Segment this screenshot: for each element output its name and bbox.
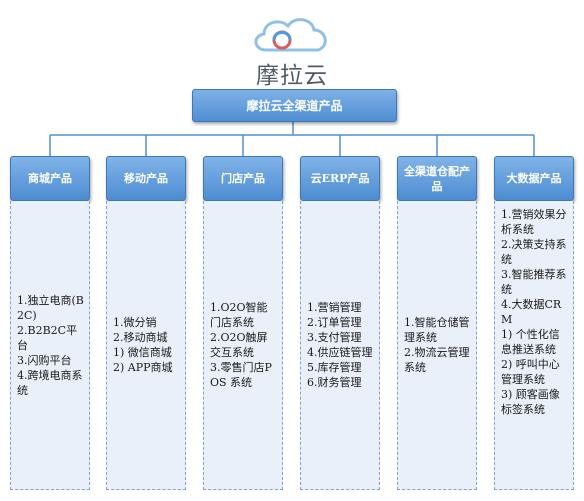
list-item: 4.大数据CRM [501,298,562,326]
list-item: 1.微分销 [113,316,157,329]
column-header-store: 门店产品 [203,156,283,201]
column-header-warehouse: 全渠道仓配产品 [397,156,477,201]
list-item: 1.O2O智能门店系统 [210,301,268,329]
column-body-erp: 1.营销管理 2.订单管理 3.支付管理 4.供应链管理 5.库存管理 6.财务… [300,201,380,490]
column-body-bigdata: 1.营销效果分析系统 2.决策支持系统 3.智能推荐系统 4.大数据CRM 1)… [494,201,574,490]
list-item: 2.移动商城 [113,331,168,344]
list-item: 1) 微信商城 [113,346,172,359]
column-body-store: 1.O2O智能门店系统 2.O2O触屏交互系统 3.零售门店POS 系统 [203,201,283,490]
list-item: 1.智能仓储管理系统 [404,316,470,344]
list-item: 2.O2O触屏交互系统 [210,331,268,359]
list-item: 1.独立电商(B2C) [17,293,84,322]
list-item: 4.跨境电商系统 [17,368,83,397]
list-item: 1) 个性化信息推送系统 [501,328,560,356]
list-item: 2.B2B2C平台 [17,323,78,352]
list-item: 4.供应链管理 [307,346,373,359]
list-item: 3) 顾客画像标签系统 [501,388,560,416]
list-item: 2) APP商城 [113,361,173,374]
logo: 摩拉云 [236,10,348,89]
list-item: 6.财务管理 [307,376,362,389]
list-item: 2.决策支持系统 [501,238,567,266]
column-body-warehouse: 1.智能仓储管理系统 2.物流云管理系统 [397,201,477,490]
logo-text: 摩拉云 [256,63,328,89]
list-item: 5.库存管理 [307,361,362,374]
cloud-swirl-icon [254,18,327,52]
list-item: 3.闪购平台 [17,353,72,367]
root-node: 摩拉云全渠道产品 [192,89,397,122]
column-header-mall: 商城产品 [10,156,90,201]
column-header-bigdata: 大数据产品 [494,156,574,201]
list-item: 3.支付管理 [307,331,362,344]
list-item: 3.零售门店POS 系统 [210,361,272,389]
list-item: 2) 呼叫中心管理系统 [501,358,560,386]
column-header-mobile: 移动产品 [106,156,186,201]
list-item: 1.营销管理 [307,301,362,314]
list-item: 2.物流云管理系统 [404,346,470,374]
column-header-erp: 云ERP产品 [300,156,380,201]
column-body-mall: 1.独立电商(B2C) 2.B2B2C平台 3.闪购平台 4.跨境电商系统 [10,201,90,490]
list-item: 3.智能推荐系统 [501,268,567,296]
list-item: 1.营销效果分析系统 [501,208,567,236]
column-body-mobile: 1.微分销 2.移动商城 1) 微信商城 2) APP商城 [106,201,186,490]
list-item: 2.订单管理 [307,316,362,329]
